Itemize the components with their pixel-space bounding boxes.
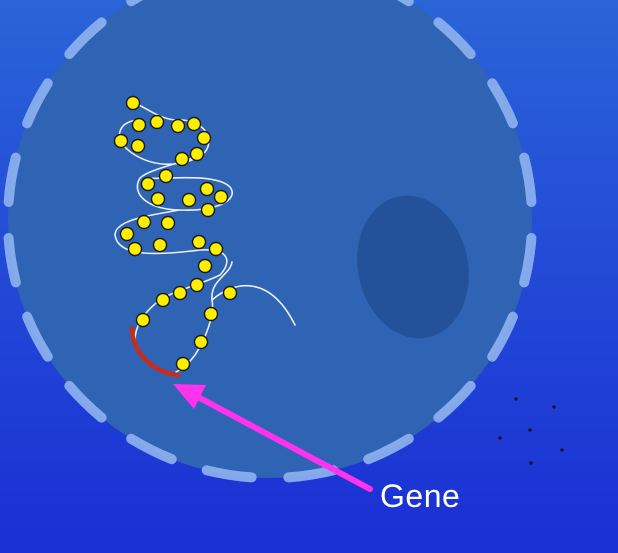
histone [160, 215, 176, 231]
arrow-icon [173, 384, 373, 492]
histone [113, 133, 129, 149]
gene-label: Gene [380, 478, 461, 514]
gene-segment [129, 325, 181, 378]
envelope-segment [201, 465, 257, 483]
envelope-segment [363, 433, 414, 465]
histone [213, 189, 229, 205]
histone [200, 202, 216, 218]
nucleolus [357, 195, 469, 339]
histone [196, 130, 212, 146]
envelope-segment [64, 380, 107, 423]
histone [127, 241, 143, 257]
particle [560, 448, 564, 452]
histone [130, 138, 146, 154]
histone [197, 258, 213, 274]
histone [170, 118, 186, 134]
histone [149, 114, 165, 130]
particles [498, 397, 564, 465]
histone [186, 116, 202, 132]
histone [155, 292, 171, 308]
particle [514, 397, 518, 401]
histone [158, 168, 174, 184]
envelope-segment [126, 0, 144, 7]
histone [172, 285, 188, 301]
envelope-segment [64, 17, 107, 60]
histone [140, 176, 156, 192]
particle [498, 436, 502, 440]
particle [528, 428, 532, 432]
envelope-segment [396, 0, 414, 7]
envelope-segment [519, 152, 537, 207]
histone [208, 241, 224, 257]
histone [222, 285, 238, 301]
envelope-segment [3, 152, 21, 207]
histone [174, 151, 190, 167]
envelope-segment [22, 311, 53, 362]
histone [203, 306, 219, 322]
histone [189, 277, 205, 293]
histones [113, 95, 238, 372]
envelope-segment [433, 17, 476, 60]
particle [552, 405, 556, 409]
histone [125, 95, 141, 111]
particle [529, 461, 533, 465]
histone [181, 192, 197, 208]
envelope-segment [487, 311, 518, 362]
histone [150, 191, 166, 207]
histone [191, 234, 207, 250]
histone [119, 226, 135, 242]
histone [193, 334, 209, 350]
envelope-segment [519, 233, 537, 288]
envelope-segment [3, 233, 21, 288]
envelope-segment [126, 433, 177, 465]
histone [175, 356, 191, 372]
histone [136, 214, 152, 230]
histone [135, 312, 151, 328]
histone [199, 181, 215, 197]
nuclear-envelope [3, 0, 537, 483]
envelope-segment [487, 78, 518, 129]
histone [189, 146, 205, 162]
envelope-segment [22, 78, 53, 129]
histone [152, 237, 168, 253]
envelope-segment [433, 380, 476, 423]
histone [131, 117, 147, 133]
